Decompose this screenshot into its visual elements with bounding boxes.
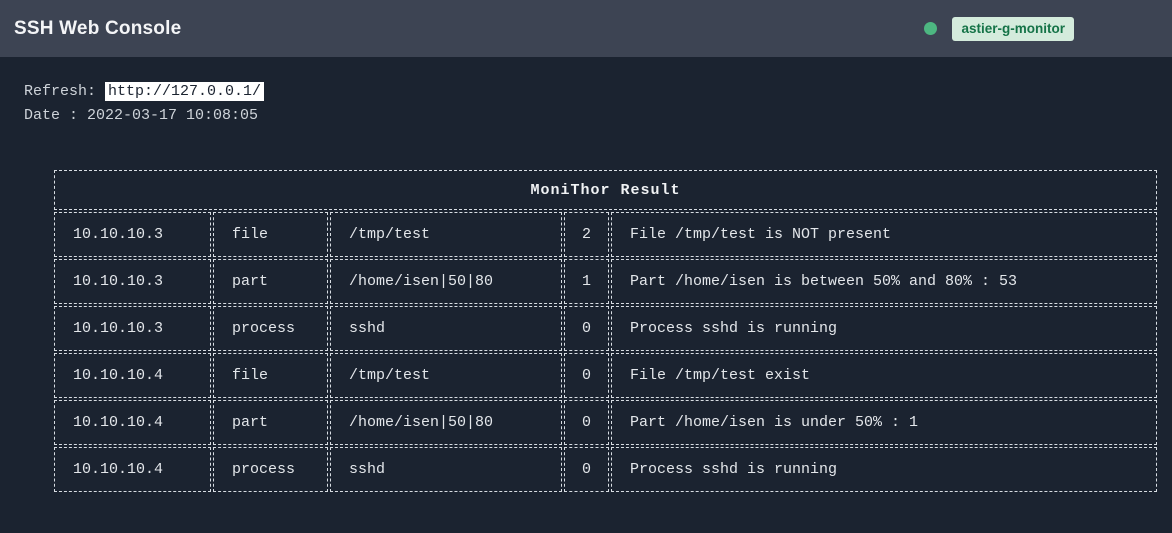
table-row: 10.10.10.3 file /tmp/test 2 File /tmp/te…: [54, 212, 1157, 257]
check-type-cell: process: [213, 306, 328, 351]
main-content: Refresh: http://127.0.0.1/ Date : 2022-0…: [0, 57, 1172, 494]
status-code-cell: 0: [564, 447, 609, 492]
check-type-cell: file: [213, 212, 328, 257]
date-line: Date : 2022-03-17 10:08:05: [24, 104, 1148, 128]
status-code-cell: 2: [564, 212, 609, 257]
status-code-cell: 1: [564, 259, 609, 304]
status-code-cell: 0: [564, 353, 609, 398]
refresh-line: Refresh: http://127.0.0.1/: [24, 80, 1148, 104]
target-cell: /tmp/test: [330, 353, 562, 398]
message-cell: Process sshd is running: [611, 306, 1157, 351]
status-code-cell: 0: [564, 400, 609, 445]
app-title: SSH Web Console: [14, 17, 182, 39]
table-row: 10.10.10.3 part /home/isen|50|80 1 Part …: [54, 259, 1157, 304]
refresh-label: Refresh:: [24, 83, 106, 100]
target-cell: /home/isen|50|80: [330, 400, 562, 445]
monitor-results-table: MoniThor Result 10.10.10.3 file /tmp/tes…: [52, 168, 1159, 494]
ip-cell: 10.10.10.4: [54, 353, 211, 398]
table-row: 10.10.10.4 part /home/isen|50|80 0 Part …: [54, 400, 1157, 445]
target-cell: /home/isen|50|80: [330, 259, 562, 304]
table-row: 10.10.10.4 file /tmp/test 0 File /tmp/te…: [54, 353, 1157, 398]
table-title-row: MoniThor Result: [54, 170, 1157, 210]
date-value: 2022-03-17 10:08:05: [87, 107, 259, 124]
message-cell: Process sshd is running: [611, 447, 1157, 492]
ip-cell: 10.10.10.3: [54, 259, 211, 304]
message-cell: File /tmp/test is NOT present: [611, 212, 1157, 257]
refresh-link[interactable]: http://127.0.0.1/: [105, 82, 265, 101]
target-cell: sshd: [330, 447, 562, 492]
ip-cell: 10.10.10.3: [54, 212, 211, 257]
check-type-cell: part: [213, 259, 328, 304]
message-cell: Part /home/isen is between 50% and 80% :…: [611, 259, 1157, 304]
check-type-cell: process: [213, 447, 328, 492]
message-cell: File /tmp/test exist: [611, 353, 1157, 398]
status-group: astier-g-monitor: [924, 16, 1074, 41]
status-code-cell: 0: [564, 306, 609, 351]
message-cell: Part /home/isen is under 50% : 1: [611, 400, 1157, 445]
target-cell: sshd: [330, 306, 562, 351]
table-title: MoniThor Result: [54, 170, 1157, 210]
check-type-cell: file: [213, 353, 328, 398]
table-row: 10.10.10.3 process sshd 0 Process sshd i…: [54, 306, 1157, 351]
app-header: SSH Web Console astier-g-monitor: [0, 0, 1172, 57]
status-dot-icon: [924, 22, 938, 35]
date-label: Date :: [24, 107, 88, 124]
hostname-badge: astier-g-monitor: [952, 16, 1074, 41]
target-cell: /tmp/test: [330, 212, 562, 257]
ip-cell: 10.10.10.4: [54, 447, 211, 492]
check-type-cell: part: [213, 400, 328, 445]
table-row: 10.10.10.4 process sshd 0 Process sshd i…: [54, 447, 1157, 492]
ip-cell: 10.10.10.3: [54, 306, 211, 351]
ip-cell: 10.10.10.4: [54, 400, 211, 445]
